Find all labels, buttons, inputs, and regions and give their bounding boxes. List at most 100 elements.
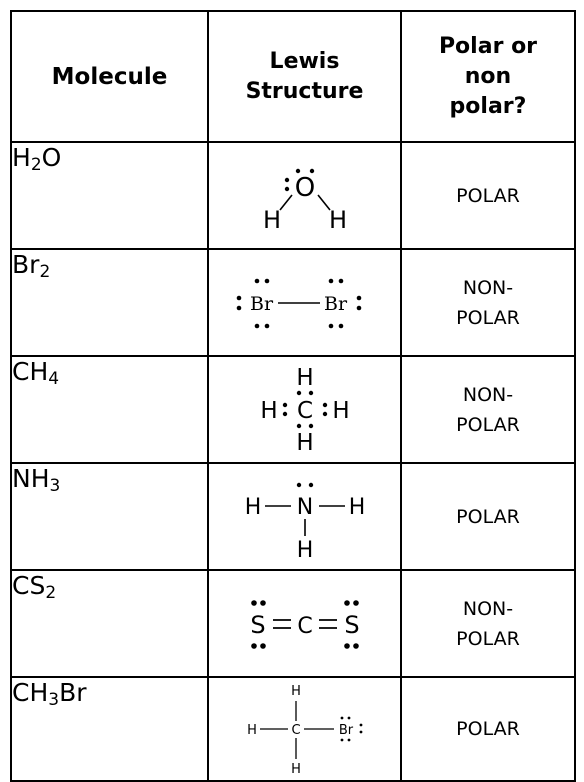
- atom-h: H: [348, 495, 365, 520]
- formula-base: NH: [12, 464, 50, 493]
- formula-subscript: 3: [48, 690, 60, 710]
- polarity-text: POLAR: [456, 505, 520, 528]
- bond-line: [316, 194, 331, 210]
- lone-pair-dot: [340, 716, 343, 720]
- atom-c: C: [297, 614, 312, 639]
- header-polarity-line-3: polar?: [449, 93, 527, 119]
- bond-dot: [308, 423, 313, 428]
- lewis-structure-nh3: H N H H: [207, 462, 402, 571]
- atom-h: H: [247, 723, 257, 738]
- header-molecule-text: Molecule: [51, 63, 168, 90]
- polarity-text: POLAR: [456, 306, 520, 329]
- atom-h: H: [260, 398, 277, 424]
- atom-h: H: [291, 762, 301, 777]
- table-row: CH4 H H C H H NON- POLAR: [10, 355, 576, 464]
- lewis-structure-ch3br: H H C Br H: [207, 676, 402, 782]
- molecule-formula: CH4: [10, 355, 209, 464]
- lone-pair-dot: [328, 323, 333, 328]
- lone-pair-dot: [347, 716, 350, 720]
- formula-subscript: 2: [45, 583, 57, 603]
- lewis-structure-h2o: O H H: [207, 141, 402, 250]
- molecule-formula: Br2: [10, 248, 209, 357]
- lone-pair-dot: [343, 642, 350, 649]
- molecule-formula: CH3Br: [10, 676, 209, 782]
- lone-pair-dot: [284, 177, 289, 182]
- atom-o: O: [294, 173, 314, 203]
- lewis-structure-br2: Br Br: [207, 248, 402, 357]
- atom-c: C: [291, 723, 300, 738]
- atom-h: H: [296, 365, 313, 391]
- lewis-diagram-cs2: S C S: [250, 599, 359, 649]
- lone-pair-dot: [296, 482, 301, 487]
- lone-pair-dot: [338, 323, 343, 328]
- lewis-structure-ch4: H H C H H: [207, 355, 402, 464]
- lone-pair-dot: [264, 278, 269, 283]
- table-row: CS2 S C S NON-POLAR: [10, 569, 576, 678]
- lone-pair-dot: [359, 723, 362, 727]
- lewis-diagram-ch4: H H C H H: [260, 365, 349, 456]
- atom-h: H: [296, 430, 313, 456]
- polarity-text: POLAR: [456, 184, 520, 207]
- bond-dot: [322, 411, 327, 416]
- polarity-text: NON-: [462, 597, 514, 620]
- molecule-formula: H2O: [10, 141, 209, 250]
- atom-c: C: [296, 398, 312, 424]
- atom-h: H: [296, 538, 313, 562]
- bond-dot: [322, 402, 327, 407]
- lone-pair-dot: [359, 730, 362, 734]
- molecule-formula: CS2: [10, 569, 209, 678]
- lewis-diagram-nh3: H N H H: [244, 482, 365, 562]
- bond-dot: [282, 411, 287, 416]
- lewis-diagram-h2o: O H H: [262, 168, 347, 234]
- polarity-cell: POLAR: [400, 141, 576, 250]
- header-lewis-line-2: Structure: [245, 78, 364, 104]
- lone-pair-dot: [254, 278, 259, 283]
- polarity-cell: POLAR: [400, 676, 576, 782]
- polarity-cell: NON- POLAR: [400, 248, 576, 357]
- lone-pair-dot: [309, 168, 314, 173]
- formula-subscript: 2: [39, 262, 51, 282]
- lone-pair-dot: [352, 599, 359, 606]
- polarity-text: POLAR: [456, 627, 520, 650]
- lone-pair-dot: [295, 168, 300, 173]
- atom-h: H: [291, 684, 301, 699]
- header-lewis-line-1: Lewis: [269, 48, 340, 74]
- atom-h: H: [328, 206, 346, 234]
- lone-pair-dot: [352, 642, 359, 649]
- lone-pair-dot: [264, 323, 269, 328]
- polarity-text: NON-: [462, 383, 514, 406]
- formula-base: H: [12, 143, 31, 172]
- bond-dot: [282, 402, 287, 407]
- polarity-text: POLAR: [456, 413, 520, 436]
- lone-pair-dot: [328, 278, 333, 283]
- table-row: Br2 Br Br NON-POLAR: [10, 248, 576, 357]
- formula-base: Br: [12, 250, 40, 279]
- lone-pair-dot: [338, 278, 343, 283]
- lone-pair-dot: [254, 323, 259, 328]
- formula-base: CH: [12, 678, 49, 707]
- formula-tail: O: [41, 143, 62, 172]
- lone-pair-dot: [259, 642, 266, 649]
- bond-line: [278, 194, 293, 210]
- header-polarity-line-2: non: [464, 63, 512, 89]
- atom-br: Br: [324, 293, 348, 315]
- atom-h: H: [244, 495, 261, 520]
- lewis-structure-cs2: S C S: [207, 569, 402, 678]
- atom-s: S: [344, 611, 359, 639]
- lone-pair-dot: [284, 186, 289, 191]
- formula-subscript: 3: [49, 476, 61, 496]
- polarity-text: POLAR: [456, 718, 520, 740]
- lewis-diagram-br2: Br Br: [236, 278, 361, 328]
- lone-pair-dot: [236, 295, 241, 300]
- formula-tail: Br: [59, 678, 87, 707]
- polarity-text: NON-: [462, 276, 514, 299]
- atom-br: Br: [338, 723, 353, 738]
- table-row: H2O O H H POLAR: [10, 141, 576, 250]
- atom-br: Br: [250, 293, 274, 315]
- atom-n: N: [296, 495, 312, 520]
- molecule-formula: NH3: [10, 462, 209, 571]
- header-polarity-line-1: Polar or: [438, 33, 538, 59]
